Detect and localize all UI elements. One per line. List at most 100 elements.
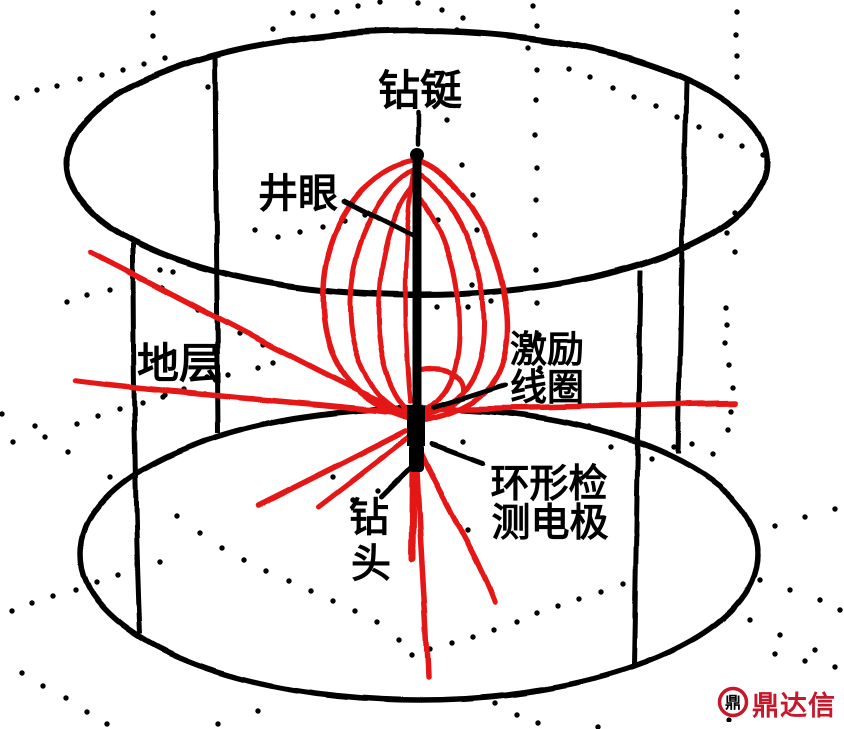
stipple-dot bbox=[532, 232, 538, 238]
stipple-dot bbox=[530, 3, 536, 9]
stipple-dot bbox=[747, 617, 753, 623]
stipple-dot bbox=[140, 400, 146, 406]
stipple-dot bbox=[32, 423, 38, 429]
stipple-dot bbox=[536, 332, 542, 338]
stipple-dot bbox=[620, 581, 626, 587]
stipple-dot bbox=[532, 132, 538, 138]
stipple-dot bbox=[377, 0, 383, 5]
stipple-dot bbox=[671, 444, 677, 450]
stipple-dot bbox=[174, 513, 180, 519]
cylinder-edge-left-inner bbox=[212, 52, 221, 434]
stipple-dot bbox=[469, 282, 475, 288]
stipple-dot bbox=[334, 9, 340, 15]
field-ray-down-left-a bbox=[255, 428, 410, 509]
stipple-dot bbox=[514, 712, 520, 718]
stipple-dot bbox=[77, 76, 83, 82]
brand-logo-ring bbox=[717, 686, 749, 717]
field-loop-right-inner bbox=[417, 197, 462, 415]
stipple-dot bbox=[40, 683, 46, 689]
stipple-dot bbox=[350, 497, 356, 503]
label-formation: 地层 bbox=[137, 339, 221, 388]
stipple-dot bbox=[434, 304, 440, 310]
stipple-dot bbox=[533, 197, 539, 203]
field-loop-left-hug bbox=[403, 169, 417, 405]
stipple-dot bbox=[439, 7, 445, 13]
stipple-dot bbox=[107, 287, 113, 293]
brand-text: 鼎达信 bbox=[752, 691, 836, 722]
brand-logo-glyph: 鼎 bbox=[725, 693, 741, 712]
labels: 钻铤 井眼 地层 激励 线圈 环形检 测电极 钻 头 bbox=[137, 66, 609, 587]
stipple-dot bbox=[802, 514, 808, 520]
label-ring-electrode-line2: 测电极 bbox=[491, 500, 608, 546]
stipple-dot bbox=[270, 26, 276, 32]
stipple-dot bbox=[290, 10, 296, 16]
stipple-dot bbox=[772, 651, 778, 657]
stipple-dot bbox=[104, 721, 110, 727]
stipple-dot bbox=[64, 299, 70, 305]
stipple-dot bbox=[205, 84, 211, 90]
stipple-dot bbox=[598, 589, 604, 595]
stipple-dot bbox=[734, 53, 740, 59]
stipple-dot bbox=[162, 55, 168, 61]
stipple-dot bbox=[722, 340, 728, 346]
label-drill-bit-line1: 钻 bbox=[349, 494, 389, 541]
stipple-dot bbox=[832, 664, 838, 670]
stipple-dot bbox=[537, 365, 543, 371]
field-loop-left-mid bbox=[347, 167, 418, 420]
stipple-dot bbox=[488, 298, 494, 304]
stipple-dot bbox=[320, 224, 326, 230]
cylinder-edge-left-outer bbox=[130, 242, 143, 635]
stipple-dot bbox=[459, 162, 465, 168]
label-excitation-coil-line1: 激励 bbox=[510, 327, 584, 371]
leader-drill-bit bbox=[378, 464, 414, 500]
stipple-dot bbox=[732, 249, 738, 255]
cylinder-edge-right-inner bbox=[631, 269, 644, 667]
label-borehole: 井眼 bbox=[258, 170, 338, 217]
stipple-dot bbox=[566, 66, 572, 72]
stipple-dot bbox=[352, 608, 358, 614]
stipple-dot bbox=[734, 9, 740, 15]
stipple-dot bbox=[718, 133, 724, 139]
stipple-dot bbox=[674, 114, 680, 120]
stipple-dot bbox=[631, 94, 637, 100]
stipple-dot bbox=[534, 610, 540, 616]
stipple-dot bbox=[10, 439, 16, 445]
stipple-dot bbox=[330, 598, 336, 604]
label-ring-electrode-line1: 环形检 bbox=[490, 461, 607, 507]
stipple-dot bbox=[255, 708, 261, 714]
stipple-dot bbox=[297, 229, 303, 235]
brand-logo-icon: 鼎 bbox=[717, 686, 749, 722]
stipple-dot bbox=[107, 474, 113, 480]
stipple-dot bbox=[99, 72, 105, 78]
stipple-dot bbox=[0, 411, 5, 417]
stipple-dot bbox=[150, 10, 156, 16]
stipple-dot bbox=[610, 85, 616, 91]
stipple-dot bbox=[724, 230, 730, 236]
stipple-dot bbox=[95, 413, 101, 419]
brand-watermark: 鼎 鼎达信 bbox=[716, 684, 836, 723]
stipple-dot bbox=[608, 444, 614, 450]
field-ray-down-left-b bbox=[316, 434, 413, 510]
stipple-dot bbox=[837, 607, 843, 613]
stipple-dot bbox=[449, 640, 455, 646]
stipple-dot bbox=[84, 709, 90, 715]
stipple-dot bbox=[576, 596, 582, 602]
stipple-dot bbox=[474, 227, 480, 233]
stipple-dot bbox=[117, 406, 123, 412]
stipple-dot bbox=[84, 292, 90, 298]
stipple-dot bbox=[733, 32, 739, 38]
stipple-dot bbox=[802, 658, 808, 664]
stipple-dot bbox=[465, 304, 471, 310]
stipple-dot bbox=[726, 362, 732, 368]
stipple-dot bbox=[832, 506, 838, 512]
stipple-dot bbox=[533, 267, 539, 273]
stipple-dot bbox=[215, 721, 221, 727]
stipple-dot bbox=[19, 670, 25, 676]
stipple-dot bbox=[535, 720, 541, 726]
field-ray-down-right bbox=[418, 449, 498, 605]
cylinder-edge-right-outer bbox=[675, 79, 689, 455]
stipple-dot bbox=[263, 568, 269, 574]
stipple-dot bbox=[141, 61, 147, 67]
